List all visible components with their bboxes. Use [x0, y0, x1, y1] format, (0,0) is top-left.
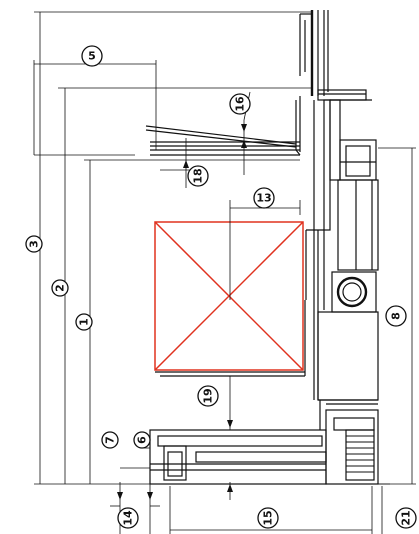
callout-7: 7 [101, 431, 119, 449]
dimension-lines-left [33, 11, 390, 485]
tray-assembly [145, 91, 301, 188]
load-box [154, 200, 306, 430]
callout-5: 5 [81, 45, 103, 67]
callout-15: 15 [257, 507, 279, 529]
support-column [305, 100, 379, 401]
svg-text:16: 16 [234, 96, 247, 112]
dimension-line-right [378, 147, 416, 485]
callout-19: 18 [187, 165, 209, 187]
callout-8: 8 [385, 305, 407, 327]
callout-21: 19 [197, 385, 219, 407]
callout-6: 6 [133, 431, 151, 449]
callout-2: 2 [51, 279, 69, 297]
svg-text:14: 14 [122, 510, 135, 526]
svg-text:13: 13 [256, 192, 271, 205]
svg-text:21: 21 [400, 510, 413, 525]
callout-14: 14 [117, 507, 139, 529]
svg-text:3: 3 [28, 240, 41, 248]
callout-1: 1 [75, 313, 93, 331]
svg-text:2: 2 [54, 284, 67, 292]
callout-18: 16 [229, 93, 251, 115]
svg-text:8: 8 [390, 312, 403, 320]
svg-text:6: 6 [136, 436, 149, 444]
callout-3: 3 [25, 235, 43, 253]
callout-13: 13 [253, 187, 275, 209]
base-assembly [120, 400, 379, 485]
wall-frame [299, 10, 372, 231]
svg-text:5: 5 [88, 50, 96, 63]
svg-text:7: 7 [104, 436, 117, 444]
callout-16: 21 [395, 507, 417, 529]
svg-text:19: 19 [202, 388, 215, 403]
svg-text:18: 18 [192, 168, 205, 183]
dimension-lines-bottom [110, 482, 383, 534]
svg-text:1: 1 [78, 318, 91, 326]
svg-text:15: 15 [262, 510, 275, 525]
